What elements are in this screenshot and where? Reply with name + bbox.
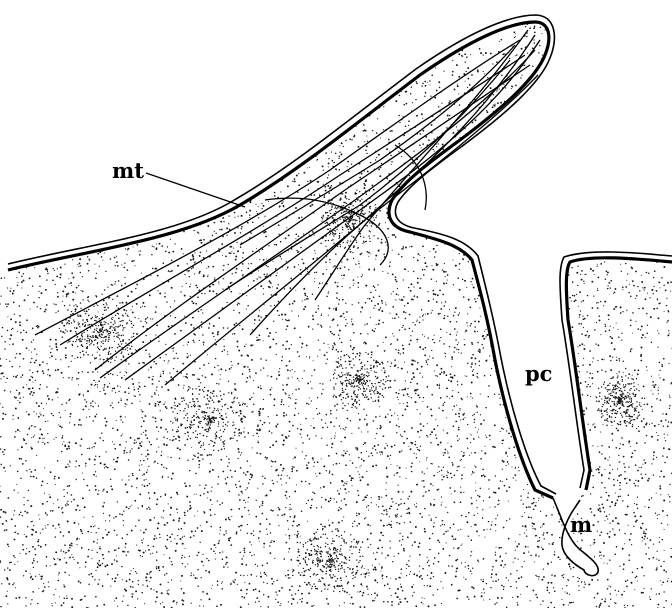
microtubule-2 — [60, 55, 525, 345]
label-m: m — [570, 512, 592, 537]
label-mt: mt — [112, 158, 144, 183]
microtubule-11 — [240, 45, 515, 245]
microtubule-5 — [125, 40, 540, 380]
microtubule-1 — [35, 40, 520, 335]
mt-leader-line — [146, 173, 245, 207]
label-pc: pc — [525, 361, 552, 386]
microtubule-4 — [100, 50, 535, 378]
